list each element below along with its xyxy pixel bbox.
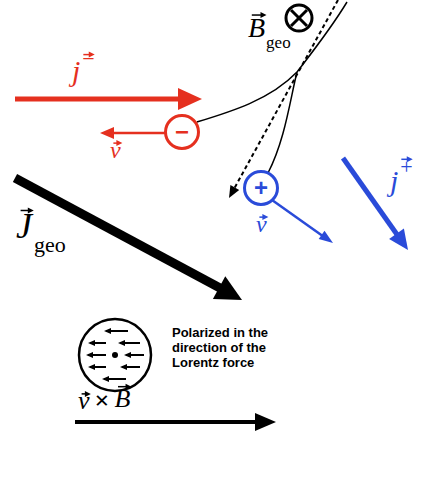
superscript: −	[82, 48, 94, 70]
symbol: B	[114, 386, 130, 412]
symbol: j	[390, 166, 398, 196]
trajectory	[197, 72, 297, 122]
arrow-head	[255, 413, 276, 431]
superscript: +	[400, 156, 412, 178]
symbol: v	[78, 388, 90, 414]
charge-sign: +	[254, 176, 268, 200]
symbol: j	[72, 56, 80, 86]
symbol: B	[248, 14, 265, 42]
arrow-head	[229, 185, 239, 198]
symbol: J	[16, 208, 32, 244]
arrow-head	[213, 276, 242, 300]
force-arrow	[75, 420, 256, 424]
velocity-arrow	[113, 132, 165, 135]
note-text: Polarized in the direction of the Lorent…	[172, 326, 312, 371]
symbol: v	[256, 212, 267, 236]
polarized-target	[79, 319, 151, 391]
particle-circle: +	[243, 170, 279, 206]
arrow-head	[178, 88, 202, 110]
current-arrow	[15, 97, 180, 102]
current-arrow	[343, 158, 397, 235]
subscript: geo	[34, 234, 66, 256]
trajectory	[268, 72, 297, 173]
dotted-arrow	[235, 0, 338, 188]
velocity-arrow	[272, 200, 322, 236]
subscript: geo	[266, 34, 291, 51]
arrow-head	[389, 229, 408, 251]
particle-circle: −	[164, 114, 200, 150]
symbol: v	[110, 138, 121, 162]
operator: ×	[95, 388, 110, 414]
field-into-page-symbol	[286, 5, 312, 31]
current-arrow	[15, 178, 220, 288]
charge-sign: −	[175, 120, 189, 144]
arrow-head	[319, 231, 333, 243]
